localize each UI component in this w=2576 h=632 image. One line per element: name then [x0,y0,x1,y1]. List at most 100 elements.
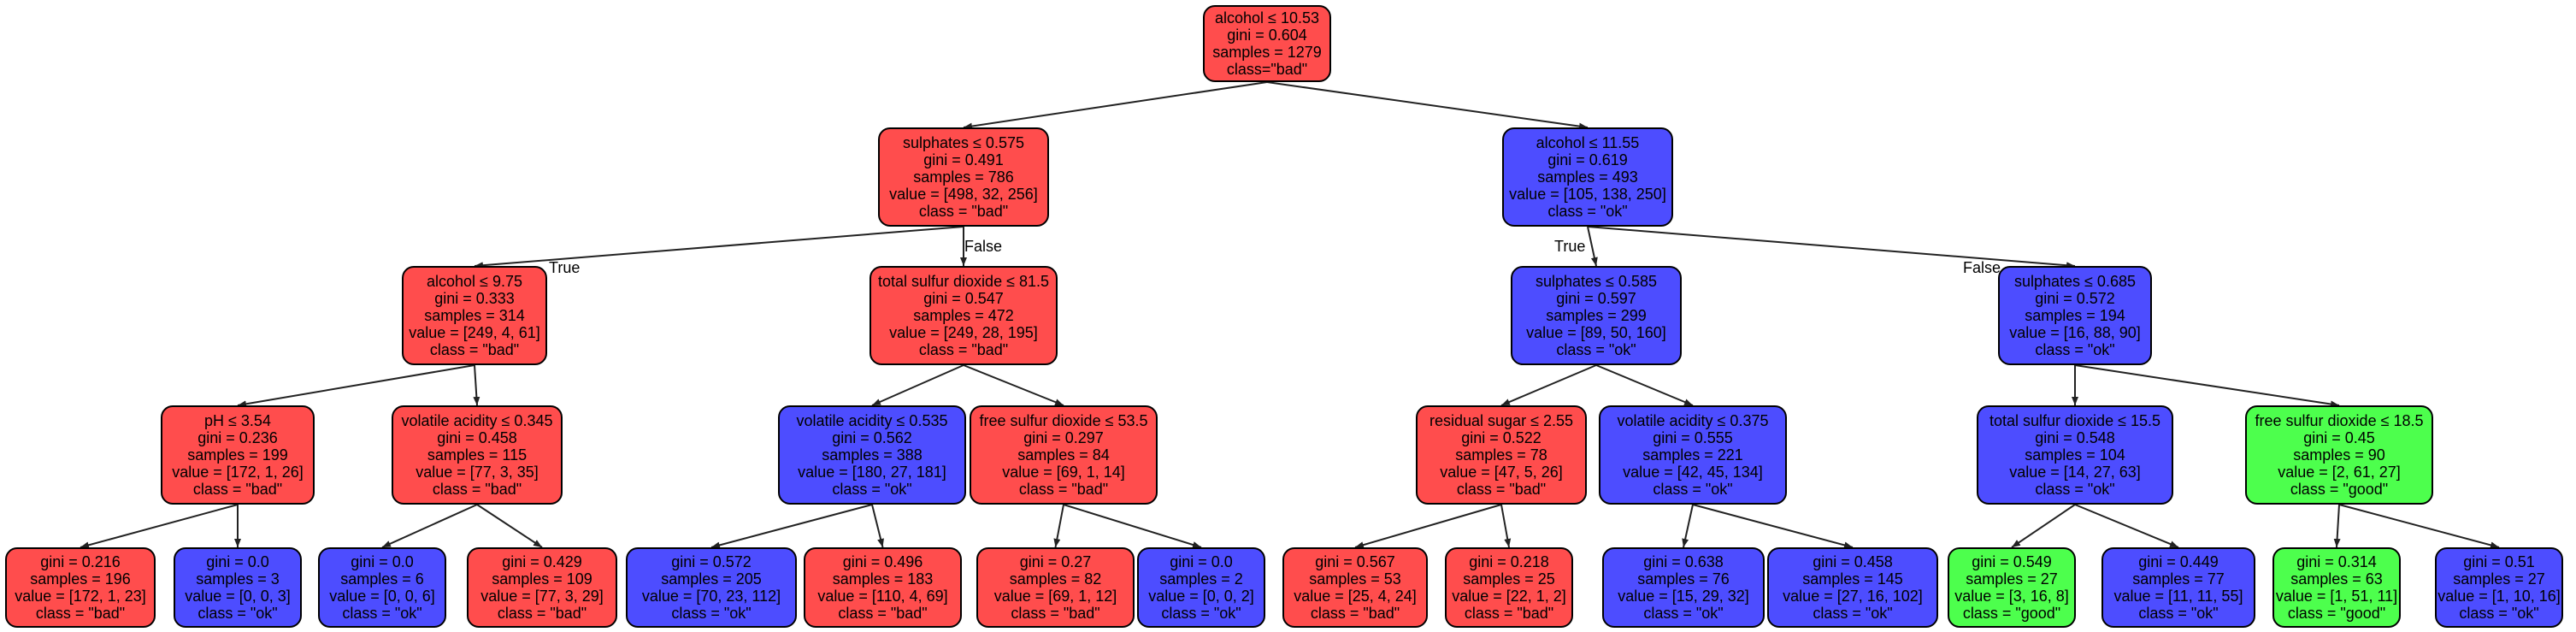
node-text-line: gini = 0.572 [2035,290,2115,307]
node-text-line: value = [69, 1, 12] [993,588,1117,605]
node-text-line: pH ≤ 3.54 [204,412,271,429]
node-text-line: value = [0, 0, 3] [185,588,291,605]
node-text-line: samples = 78 [1455,446,1547,464]
edge-n13-n28 [2074,504,2179,548]
node-text-line: gini = 0.314 [2296,553,2377,570]
node-text-line: value = [16, 88, 90] [2009,324,2141,341]
node-text-line: value = [498, 32, 256] [889,186,1038,203]
node-text-line: class = "ok" [832,481,912,498]
node-text-line: samples = 82 [1009,570,1102,588]
edge-n13-n27 [2011,504,2076,548]
node-text-line: sulphates ≤ 0.685 [2014,273,2136,290]
node-text-line: samples = 199 [187,446,288,464]
node-text-line: class = "ok" [1813,605,1893,622]
node-text-line: samples = 104 [2025,446,2125,464]
node-text-line: gini = 0.522 [1461,429,1541,446]
node-text-line: volatile acidity ≤ 0.375 [1617,412,1769,429]
node-text-line: free sulfur dioxide ≤ 18.5 [2255,412,2424,429]
node-text-line: value = [25, 4, 24] [1294,588,1417,605]
node-text-line: gini = 0.555 [1653,429,1733,446]
edge-n5-n11 [1500,364,1597,406]
node-text-line: gini = 0.547 [923,290,1004,307]
node-text-line: value = [2, 61, 27] [2278,464,2401,481]
node-text-line: samples = 314 [424,307,525,324]
node-text-line: samples = 2 [1159,570,1243,588]
node-text-line: value = [47, 5, 26] [1440,464,1563,481]
node-text-line: samples = 115 [427,446,528,464]
node-text-line: class = "bad" [192,481,283,498]
node-text-line: samples = 786 [913,168,1014,186]
edge-n6-n14 [2074,364,2340,408]
node-text-line: class = "ok" [2035,341,2115,358]
edge-n0-n2 [1266,81,1589,130]
node-text-line: gini = 0.619 [1547,151,1628,168]
node-text-line: class = "ok" [1643,605,1724,622]
node-text-line: samples = 299 [1546,307,1647,324]
edge-n8-n17 [381,504,478,548]
edge-label-false-right: False [1963,259,2001,276]
node-text-line: samples = 205 [661,570,762,588]
node-text-line: class="bad" [1226,61,1308,78]
node-text-line: alcohol ≤ 9.75 [427,273,522,290]
node-text-line: class = "bad" [497,605,587,622]
node-text-line: sulphates ≤ 0.585 [1536,273,1657,290]
node-text-line: class = "ok" [2035,481,2115,498]
node-text-line: gini = 0.567 [1315,553,1395,570]
edge-n4-n10 [963,364,1064,406]
node-text-line: gini = 0.45 [2303,429,2375,446]
edges-layer [80,81,2500,549]
node-text-line: samples = 472 [913,307,1014,324]
node-text-line: gini = 0.638 [1643,553,1724,570]
node-text-line: class = "ok" [2138,605,2219,622]
node-text-line: class = "bad" [1011,605,1100,622]
edge-n11-n24 [1500,504,1512,548]
node-text-line: class = "good" [2287,605,2386,622]
node-text-line: alcohol ≤ 11.55 [1536,134,1640,151]
node-text-line: class = "bad" [918,203,1009,220]
node-text-line: gini = 0.429 [502,553,582,570]
edge-label-true-right: True [1554,238,1586,255]
node-text-line: gini = 0.572 [671,553,752,570]
edge-n10-n21 [1053,504,1064,548]
node-text-line: samples = 53 [1309,570,1401,588]
node-text-line: samples = 76 [1637,570,1730,588]
node-text-line: class = "bad" [432,481,522,498]
node-text-line: value = [3, 16, 8] [1954,588,2069,605]
edge-n5-n12 [1595,364,1694,406]
edge-n12-n26 [1692,504,1854,549]
node-text-line: gini = 0.297 [1023,429,1104,446]
node-text-line: free sulfur dioxide ≤ 53.5 [979,412,1148,429]
node-text-line: sulphates ≤ 0.575 [903,134,1024,151]
node-text-line: class = "ok" [1556,341,1636,358]
node-text-line: samples = 109 [492,570,592,588]
node-text-line: value = [22, 1, 2] [1452,588,1566,605]
node-text-line: class = "good" [2290,481,2389,498]
node-text-line: gini = 0.597 [1556,290,1636,307]
node-text-line: value = [1, 10, 16] [2437,588,2561,605]
edge-n9-n19 [710,504,873,549]
node-text-line: samples = 1279 [1212,44,1322,61]
node-text-line: class = "bad" [35,605,126,622]
node-text-line: value = [15, 29, 32] [1618,588,1749,605]
node-text-line: gini = 0.496 [842,553,923,570]
node-text-line: value = [180, 27, 181] [798,464,946,481]
node-text-line: residual sugar ≤ 2.55 [1429,412,1573,429]
node-text-line: value = [110, 4, 69] [817,588,948,605]
node-text-line: gini = 0.0 [206,553,269,570]
